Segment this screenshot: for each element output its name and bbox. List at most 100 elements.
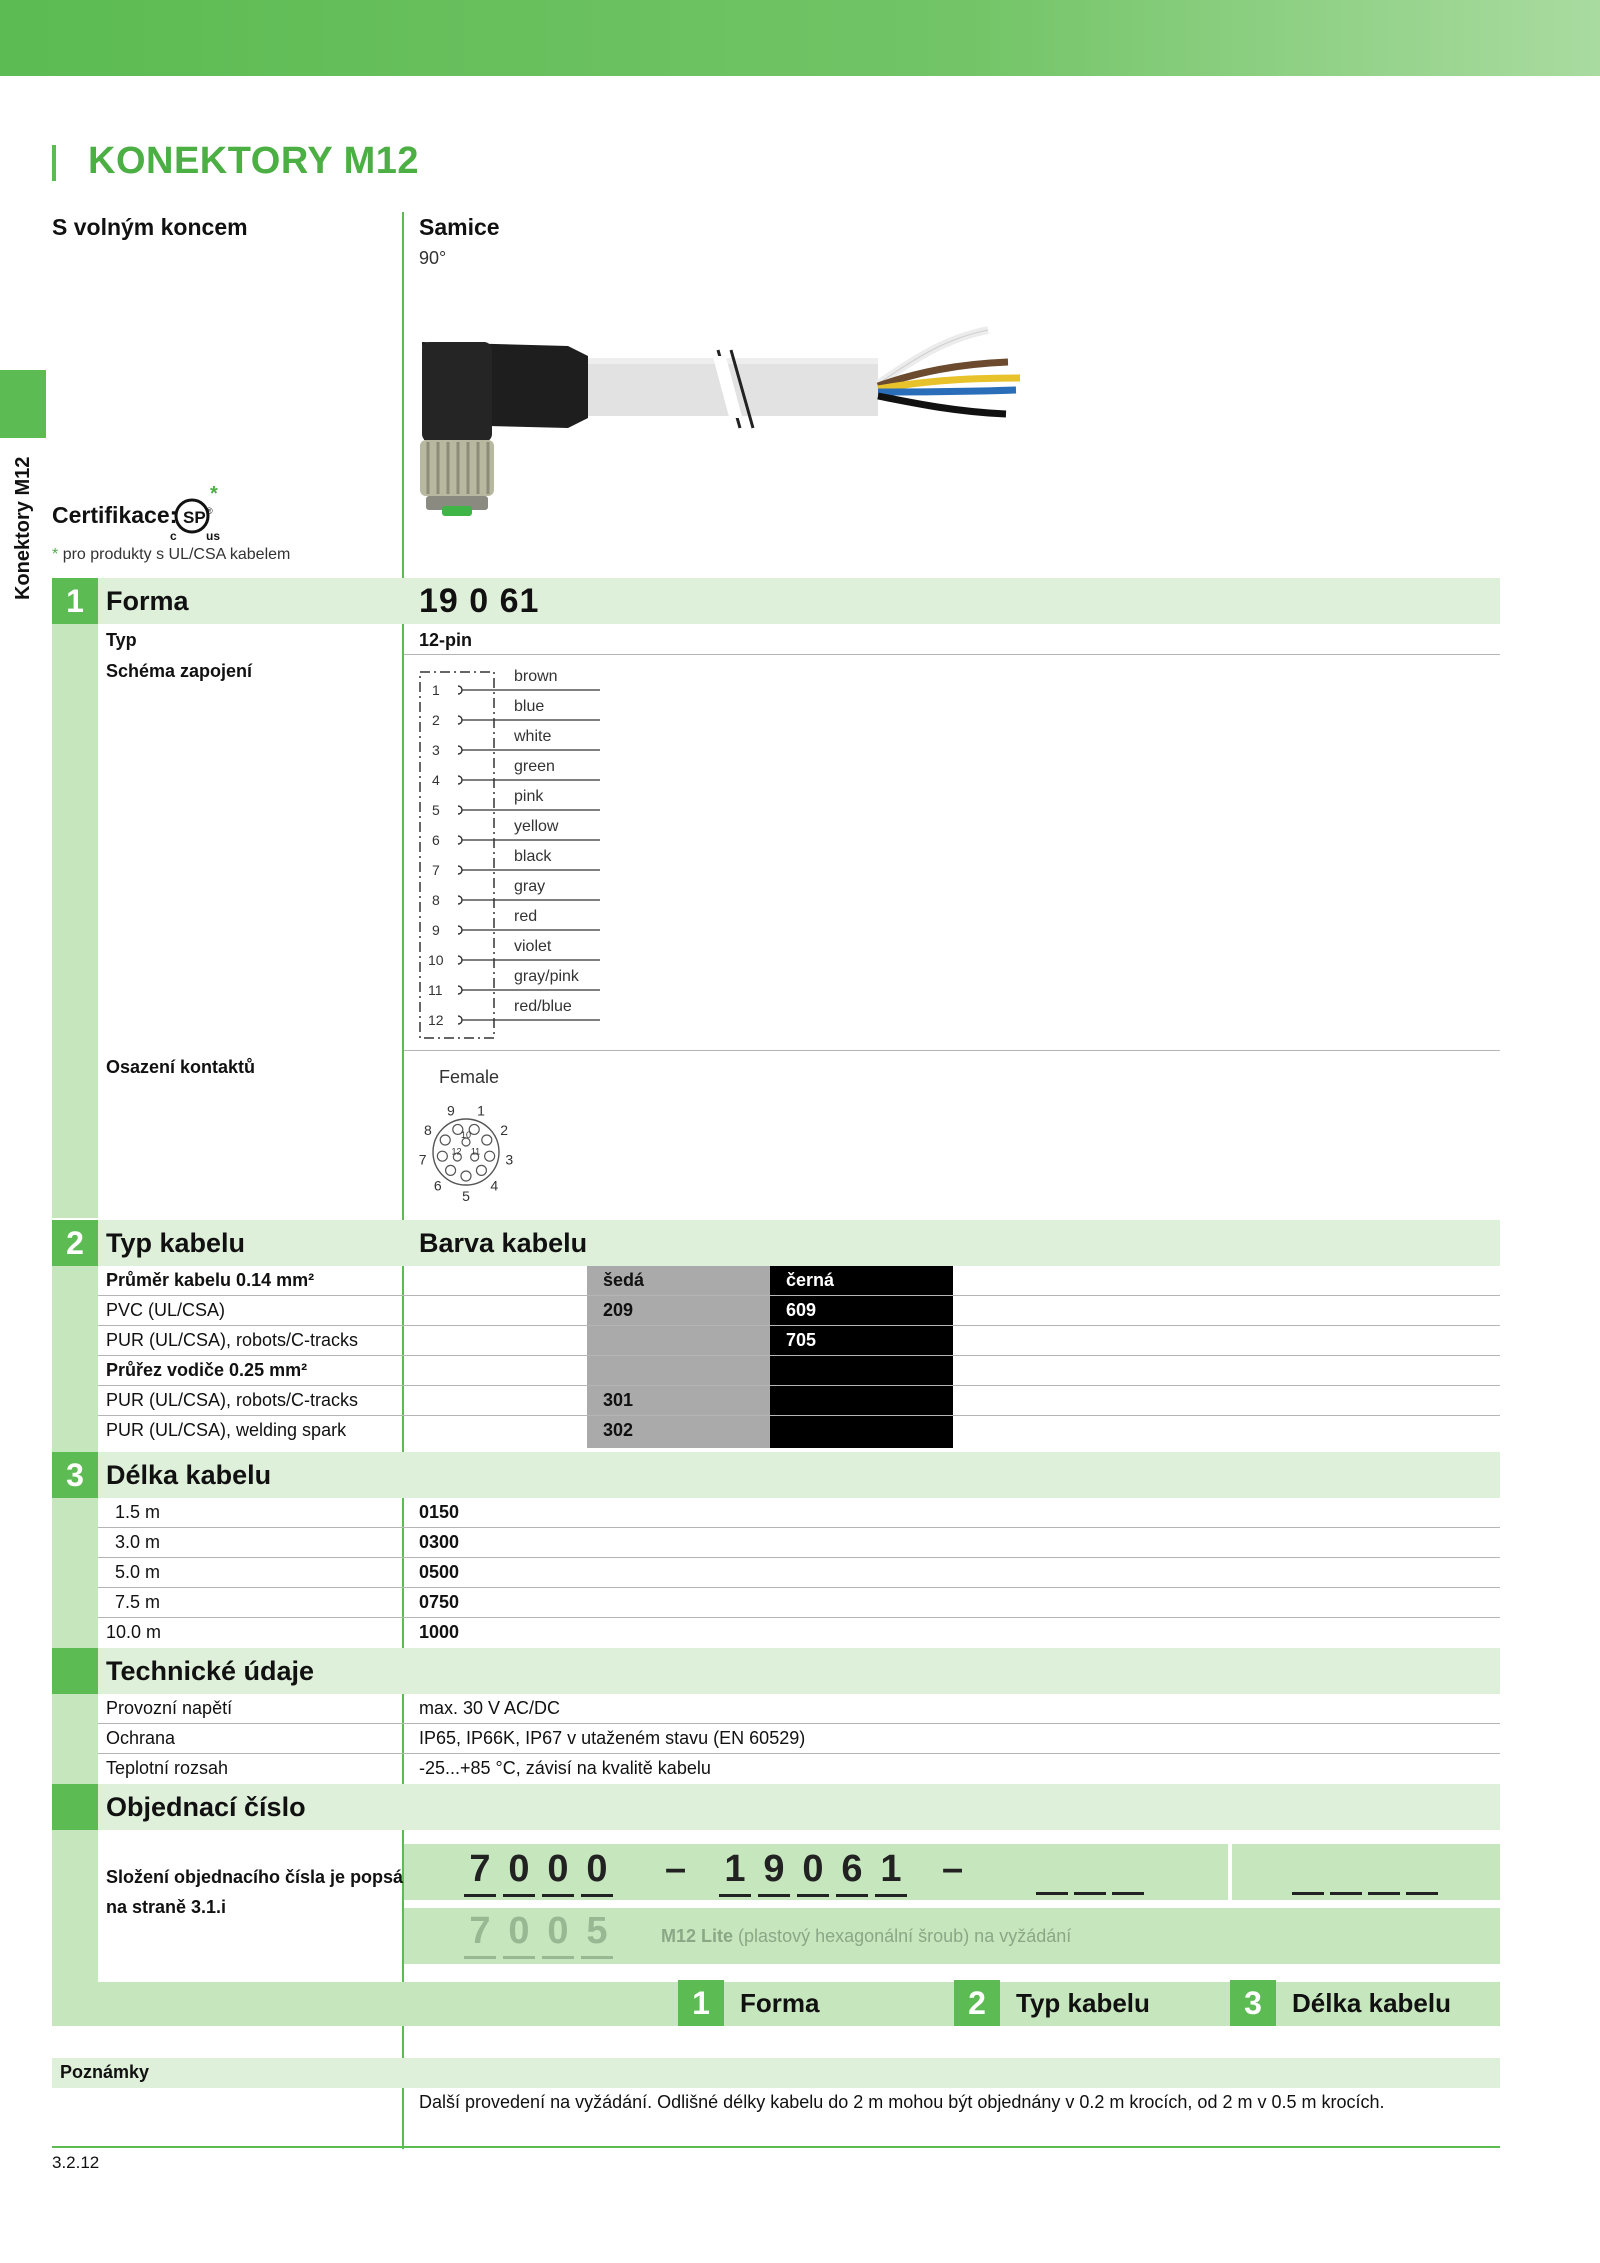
gray-cable-code: 209 (603, 1300, 634, 1320)
contact-pin (484, 1150, 496, 1162)
order-blank-slot (1112, 1892, 1144, 1895)
order-dash: – (942, 1848, 964, 1890)
section2-label: Typ kabelu (106, 1228, 246, 1258)
cable-type-label: PUR (UL/CSA), robots/C-tracks (106, 1390, 359, 1410)
order-digit-underline (836, 1894, 868, 1897)
contact-pin (436, 1150, 448, 1162)
gray-cable-code: 302 (603, 1420, 634, 1440)
section3-label: Délka kabelu (106, 1460, 272, 1490)
legend-label: Délka kabelu (1292, 1988, 1451, 2018)
order-lite-digit: 7 (469, 1910, 491, 1952)
lite-note: M12 Lite (plastový hexagonální šroub) na… (661, 1926, 1072, 1946)
cable-type-label: PUR (UL/CSA), robots/C-tracks (106, 1330, 359, 1350)
order-digit-underline (875, 1894, 907, 1897)
wire-color-label: black (514, 848, 552, 865)
row-separator (98, 1355, 1500, 1356)
form-code: 19 0 61 (419, 582, 540, 620)
schematic-pin-number: 10 (428, 952, 444, 968)
contact-pin-number: 7 (419, 1152, 427, 1168)
contacts-label: Osazení kontaktů (106, 1057, 256, 1077)
row-separator (98, 1527, 1500, 1528)
order-lite-digit: 0 (508, 1910, 530, 1952)
wire-color-label: violet (514, 938, 552, 955)
schematic-pin-number: 11 (428, 982, 443, 998)
order-label: Objednací číslo (106, 1792, 306, 1822)
schematic-pin-number: 6 (432, 832, 440, 848)
contact-pin (444, 1164, 457, 1176)
cable-length-code: 1000 (419, 1622, 460, 1642)
cable-length-label: 5.0 m (115, 1562, 161, 1582)
contact-pin (481, 1134, 493, 1146)
contact-pin-number: 1 (477, 1103, 485, 1119)
section1-header (52, 578, 1500, 624)
wire-color-label: pink (514, 788, 544, 805)
tech-spec-label: Provozní napětí (106, 1698, 233, 1718)
contact-pin-number: 8 (424, 1122, 432, 1138)
top-banner (0, 0, 1600, 76)
order-blank-slot (1330, 1892, 1362, 1895)
contact-pin (452, 1152, 462, 1162)
title-accent (52, 145, 56, 181)
row-separator (404, 1050, 1500, 1051)
certification-label: Certifikace: (52, 502, 178, 528)
column-divider (402, 212, 404, 2149)
cable-length-label: 7.5 m (115, 1592, 161, 1612)
contact-pin-number: 11 (471, 1147, 480, 1157)
order-blank-slot (1074, 1892, 1106, 1895)
order-code-box-main (404, 1844, 1228, 1900)
csa-logo-letters: SP (183, 508, 206, 527)
cable-length-code: 0150 (419, 1502, 460, 1522)
contact-pin-number: 6 (434, 1178, 442, 1194)
contact-pin-number: 4 (490, 1178, 498, 1194)
tech-spec-label: Teplotní rozsah (106, 1758, 229, 1778)
schema-label: Schéma zapojení (106, 661, 253, 681)
order-digit-underline (503, 1956, 535, 1959)
svg-text:®: ® (206, 506, 213, 516)
svg-text:us: us (206, 529, 220, 543)
svg-text:*: * (210, 484, 218, 505)
tech-spec-value: IP65, IP66K, IP67 v utaženém stavu (EN 6… (419, 1728, 806, 1748)
wire-color-label: gray (514, 878, 546, 895)
gray-color-column (587, 1266, 770, 1448)
cable-length-label: 1.5 m (115, 1502, 161, 1522)
type-label: Typ (106, 630, 137, 650)
row-separator (404, 654, 1500, 655)
section1-number: 1 (52, 578, 98, 624)
svg-text:c: c (170, 529, 177, 543)
section2-number: 2 (52, 1220, 98, 1266)
order-digit-underline (581, 1894, 613, 1897)
notes-label: Poznámky (60, 2062, 150, 2082)
order-blank-slot (1292, 1892, 1324, 1895)
contact-pin (452, 1123, 464, 1136)
order-digit-underline (758, 1894, 790, 1897)
legend-number: 1 (678, 1980, 724, 2026)
schematic-pin-number: 2 (432, 712, 440, 728)
order-blank-slot (1368, 1892, 1400, 1895)
schematic-pin-number: 8 (432, 892, 440, 908)
cable-length-code: 0300 (419, 1532, 460, 1552)
order-digit-underline (464, 1894, 496, 1897)
order-digit: 7 (469, 1848, 491, 1890)
product-variant-right: Samice (419, 214, 500, 240)
row-separator (98, 1385, 1500, 1386)
legend-number: 3 (1230, 1980, 1276, 2026)
order-header (52, 1784, 1500, 1830)
side-label: Konektory M12 (12, 456, 34, 600)
order-blank-slot (1406, 1892, 1438, 1895)
order-lite-digit: 0 (547, 1910, 569, 1952)
tech-marker (52, 1648, 98, 1694)
order-blank-slot (1036, 1892, 1068, 1895)
tech-spec-label: Ochrana (106, 1728, 176, 1748)
order-description: Složení objednacího čísla je popsáno na … (106, 1867, 426, 1917)
order-digit: 0 (586, 1848, 608, 1890)
order-digit-underline (464, 1956, 496, 1959)
order-digit-underline (719, 1894, 751, 1897)
order-marker (52, 1784, 98, 1830)
legend-label: Typ kabelu (1016, 1988, 1150, 2018)
section1-label: Forma (106, 586, 189, 616)
notes-text: Další provedení na vyžádání. Odlišné dél… (419, 2092, 1385, 2112)
wire-color-label: white (514, 728, 552, 745)
contact-face-outline (432, 1118, 500, 1186)
